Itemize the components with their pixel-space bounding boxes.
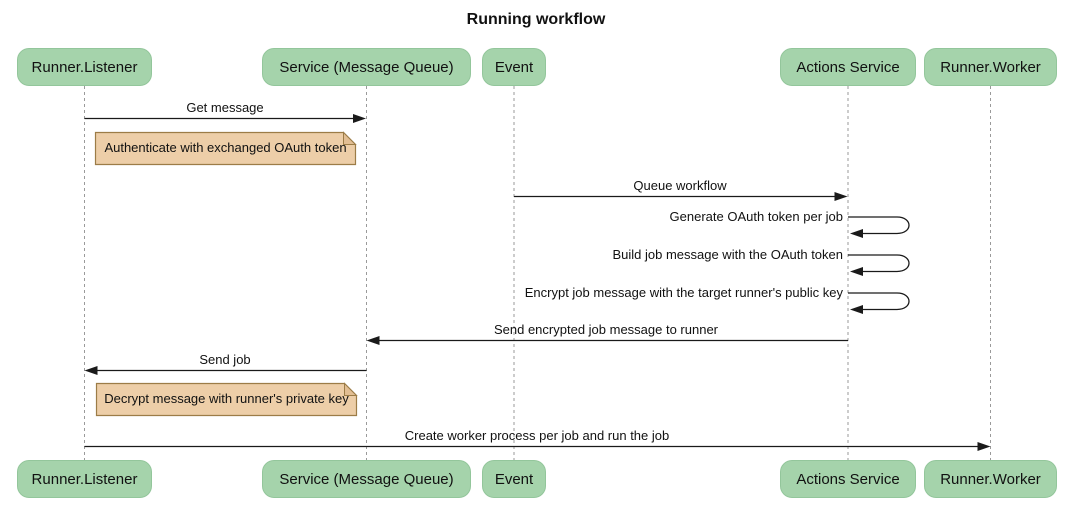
note-decrypt: Decrypt message with runner's private ke… xyxy=(104,391,349,406)
arrowhead-build-job-message xyxy=(850,267,863,276)
actor-bottom-event: Event xyxy=(482,460,546,498)
note-shape-decrypt xyxy=(95,382,358,417)
actor-bottom-runner-listener: Runner.Listener xyxy=(17,460,152,498)
actor-top-actions-service: Actions Service xyxy=(780,48,916,86)
message-build-job-message: Build job message with the OAuth token xyxy=(612,247,843,262)
actor-top-runner-worker: Runner.Worker xyxy=(924,48,1057,86)
selfloop-build-job-message xyxy=(848,254,910,273)
message-queue-workflow: Queue workflow xyxy=(633,178,727,193)
message-get-message: Get message xyxy=(186,100,264,115)
actor-top-event: Event xyxy=(482,48,546,86)
arrowhead-create-worker xyxy=(977,442,991,451)
note-shape-authenticate xyxy=(94,131,357,166)
message-create-worker: Create worker process per job and run th… xyxy=(404,428,670,443)
message-send-job: Send job xyxy=(199,352,251,367)
arrowhead-queue-workflow xyxy=(834,192,848,201)
selfloop-encrypt-job-message xyxy=(848,292,910,311)
arrowhead-send-encrypted xyxy=(366,336,380,345)
arrowhead-encrypt-job-message xyxy=(850,305,863,314)
diagram-title: Running workflow xyxy=(466,11,606,28)
message-generate-oauth: Generate OAuth token per job xyxy=(669,209,843,224)
arrowhead-send-job xyxy=(84,366,98,375)
actor-bottom-service: Service (Message Queue) xyxy=(262,460,471,498)
message-encrypt-job-message: Encrypt job message with the target runn… xyxy=(524,285,843,300)
arrowhead-get-message xyxy=(353,114,366,123)
actor-bottom-runner-worker: Runner.Worker xyxy=(924,460,1057,498)
actor-top-runner-listener: Runner.Listener xyxy=(17,48,152,86)
arrowhead-generate-oauth xyxy=(850,229,863,238)
note-fold-authenticate xyxy=(343,131,357,145)
actor-top-service: Service (Message Queue) xyxy=(262,48,471,86)
actor-bottom-actions-service: Actions Service xyxy=(780,460,916,498)
note-authenticate: Authenticate with exchanged OAuth token xyxy=(104,140,347,155)
selfloop-generate-oauth xyxy=(848,216,910,235)
message-send-encrypted: Send encrypted job message to runner xyxy=(493,322,719,337)
note-fold-decrypt xyxy=(344,382,358,396)
